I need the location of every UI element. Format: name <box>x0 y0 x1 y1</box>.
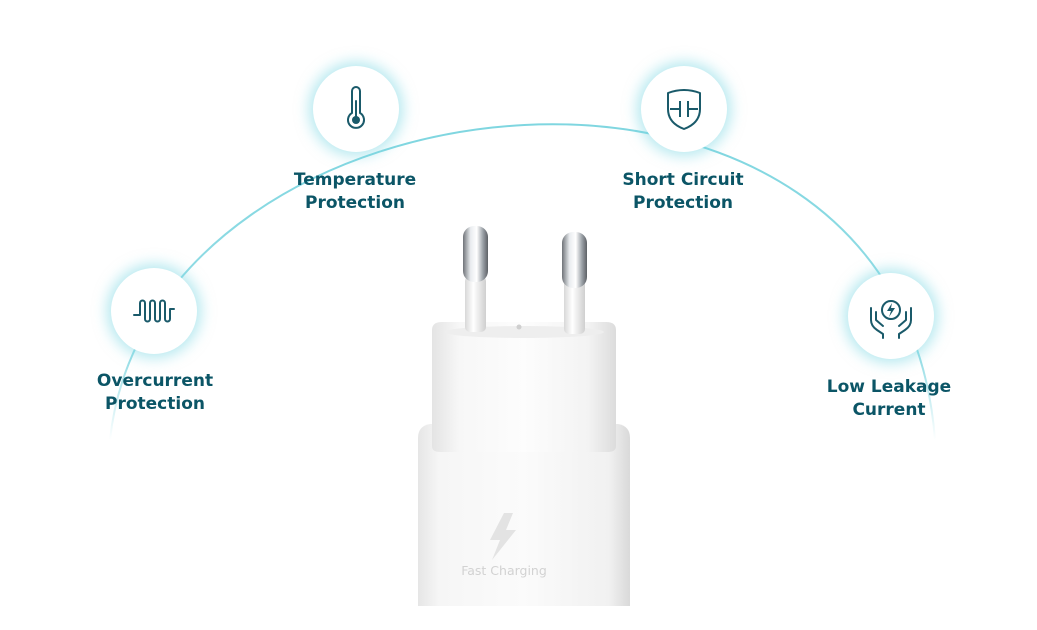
thermometer-icon <box>347 86 365 129</box>
fast-charging-text: Fast Charging <box>461 563 547 578</box>
left-pin-insulator <box>465 276 486 332</box>
temperature-badge <box>313 66 399 152</box>
low-leakage-label-line1: Low Leakage <box>826 377 952 397</box>
temperature-label-line1: Temperature <box>293 170 417 190</box>
charger-plug-head <box>432 322 616 452</box>
short-circuit-label-line1: Short Circuit <box>622 170 744 190</box>
low-leakage-badge <box>848 273 934 359</box>
charger-main-body <box>418 424 630 606</box>
right-pin-insulator <box>564 278 585 334</box>
overcurrent-badge <box>111 268 197 354</box>
lightning-bolt-icon <box>490 513 516 560</box>
hands-bolt-icon <box>870 300 912 339</box>
temperature-label: Temperature Protection <box>245 169 465 215</box>
overcurrent-label-line1: Overcurrent <box>96 371 214 391</box>
overcurrent-label: Overcurrent Protection <box>45 370 265 416</box>
temperature-label-line2: Protection <box>305 193 405 213</box>
short-circuit-label-line2: Protection <box>633 193 733 213</box>
low-leakage-label: Low Leakage Current <box>779 376 999 422</box>
wave-coil-icon <box>133 299 175 323</box>
overcurrent-label-line2: Protection <box>105 394 205 414</box>
short-circuit-badge <box>641 66 727 152</box>
low-leakage-label-line2: Current <box>852 400 926 420</box>
shield-capacitor-icon <box>667 89 701 130</box>
short-circuit-label: Short Circuit Protection <box>573 169 793 215</box>
left-pin-metal <box>463 226 488 282</box>
right-pin-metal <box>562 232 587 288</box>
